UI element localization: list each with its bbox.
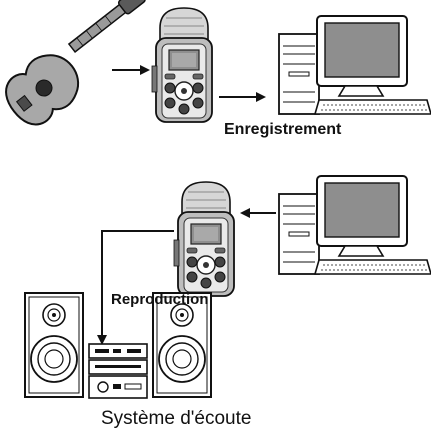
recorder-icon — [151, 7, 213, 123]
listening-system-label: Système d'écoute — [101, 408, 252, 429]
amplifier-icon — [88, 343, 148, 399]
recorder-to-speakers-arrow — [97, 230, 174, 345]
speaker-icon — [24, 292, 84, 398]
computer-icon — [278, 175, 431, 275]
computer-icon — [278, 15, 431, 115]
acoustic-guitar-icon — [5, 0, 146, 126]
playback-label: Reproduction — [111, 291, 209, 308]
recorder-icon — [173, 181, 235, 297]
recording-label: Enregistrement — [224, 121, 342, 138]
speaker-icon — [152, 292, 212, 398]
